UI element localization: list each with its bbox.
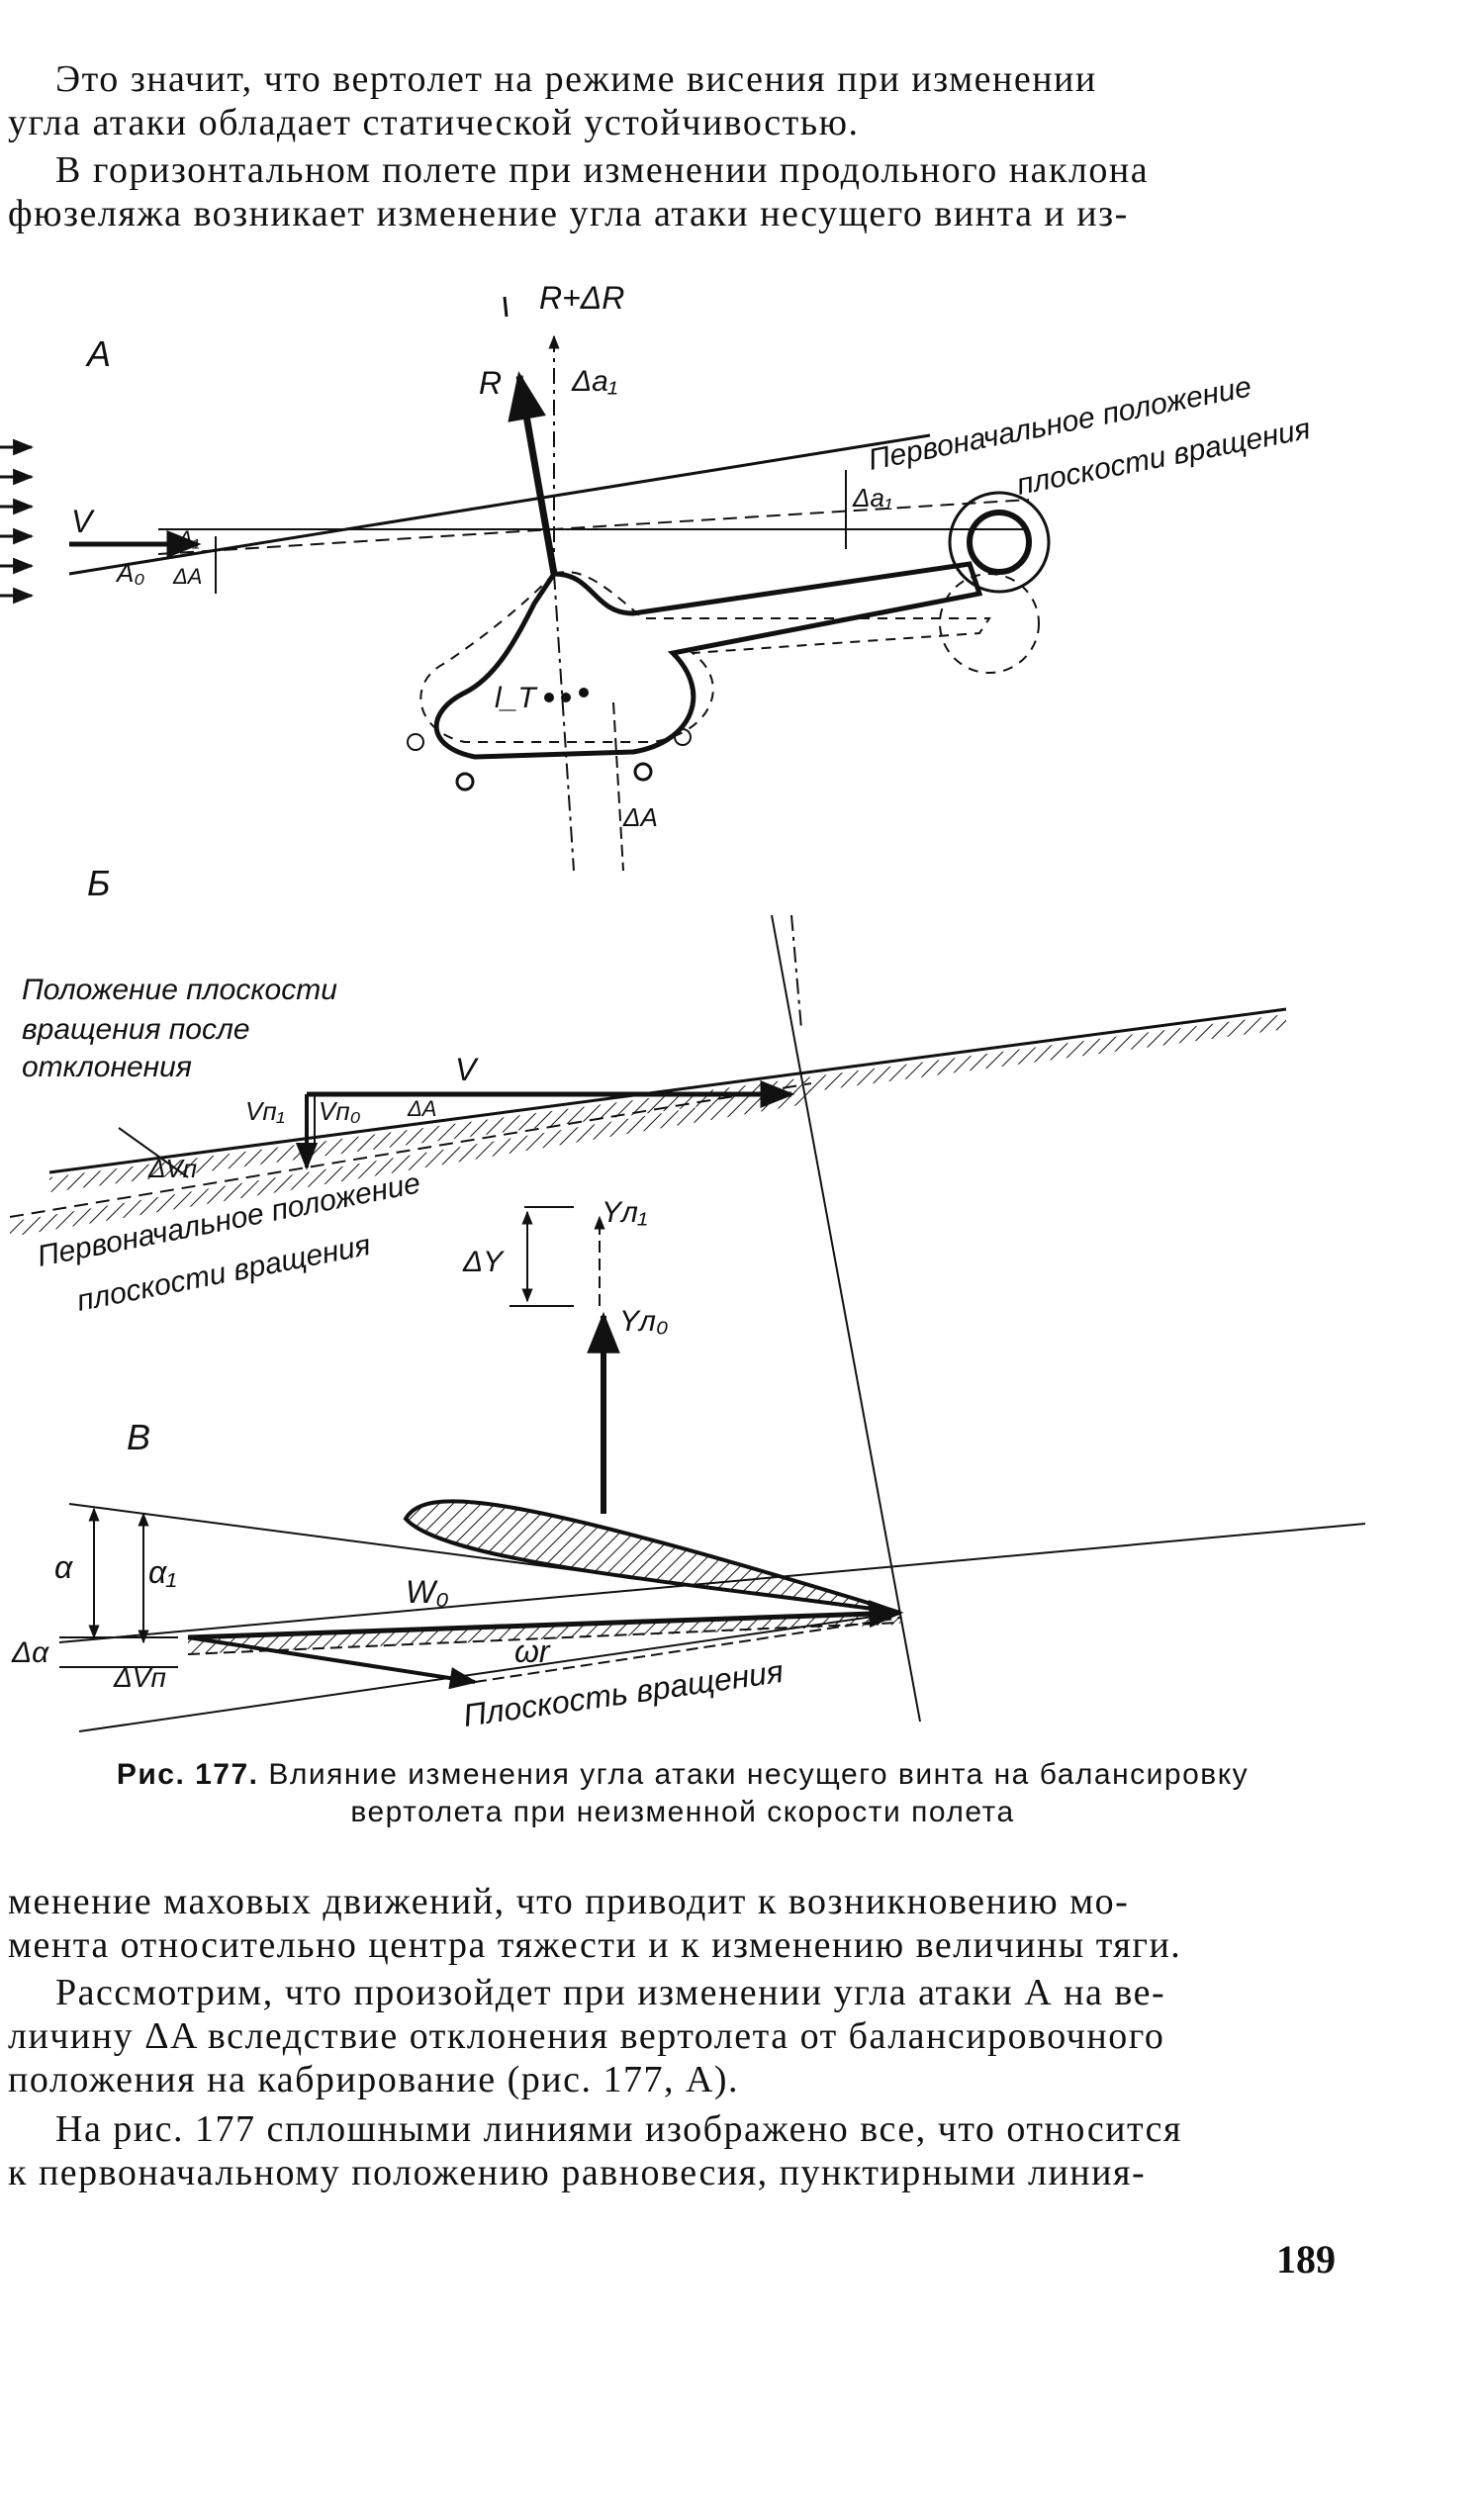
text-line: В горизонтальном полете при изменении пр…	[55, 149, 1150, 191]
panel-c: В W₀ ωr Плоскость вращения α α₁ Δα ΔVп	[11, 1417, 1366, 1733]
paragraph-2: В горизонтальном полете при изменении пр…	[8, 148, 1363, 235]
label-plane: Плоскость вращения	[461, 1653, 786, 1733]
text-line: Это значит, что вертолет на режиме висен…	[55, 58, 1097, 100]
tail-rotor	[948, 491, 1051, 594]
page-number: 189	[1276, 2237, 1336, 2282]
label-r: R	[479, 365, 502, 401]
deviated-plane-hatch	[49, 1014, 1286, 1192]
label-y-l1: Yл₁	[602, 1196, 647, 1229]
label-vn1: Vп₁	[245, 1096, 285, 1126]
label-w0: W₀	[406, 1574, 449, 1610]
text-line: личину ΔA вследствие отклонения вертолет…	[8, 2015, 1165, 2057]
chord-line	[68, 1503, 901, 1614]
caption-line-1: Влияние изменения угла атаки несущего ви…	[268, 1758, 1250, 1791]
panel-a-letter: А	[85, 333, 111, 374]
label-alpha1: α₁	[148, 1554, 176, 1590]
paragraph-4: Рассмотрим, что произойдет при изменении…	[8, 1971, 1363, 2101]
label-after-3: отклонения	[22, 1051, 192, 1083]
label-after-1: Положение плоскости	[22, 974, 337, 1006]
label-delta-vn: ΔVп	[113, 1662, 166, 1693]
caption-prefix: Рис. 177.	[116, 1758, 259, 1791]
figure-177: А V A₁ A₀ ΔA R+ΔR R	[0, 280, 1366, 1733]
initial-plane-line	[68, 433, 931, 576]
label-omega-r: ωr	[514, 1633, 551, 1669]
label-v: V	[455, 1052, 479, 1087]
label-a0: A₀	[115, 558, 144, 588]
label-y-l0: Yл₀	[619, 1305, 669, 1338]
caption-line-2: вертолета при неизменной скорости полета	[350, 1796, 1015, 1828]
panel-b-letter: Б	[87, 863, 110, 903]
label-alpha: α	[54, 1549, 73, 1585]
thrust-r-arrow	[508, 371, 558, 575]
label-after-2: вращения после	[22, 1013, 250, 1046]
panel-a: А V A₁ A₀ ΔA R+ΔR R	[0, 280, 1313, 872]
label-delta-y: ΔY	[462, 1246, 505, 1278]
rotation-plane-line	[58, 1523, 1366, 1643]
text-line: Рассмотрим, что произойдет при изменении…	[55, 1972, 1166, 2013]
text-line: фюзеляжа возникает изменение угла атаки …	[8, 193, 1129, 234]
deviated-plane-line	[157, 499, 1030, 555]
initial-plane-hatch	[10, 1088, 811, 1237]
label-delta-a1-right: Δa₁	[852, 483, 892, 513]
vertical-axis	[553, 573, 575, 872]
paragraph-1: Это значит, что вертолет на режиме висен…	[8, 57, 1363, 144]
text-line: угла атаки обладает статической устойчив…	[8, 102, 860, 143]
label-a1: A₁	[176, 526, 200, 551]
text-line: На рис. 177 сплошными линиями изображено…	[55, 2108, 1182, 2150]
panel-c-letter: В	[127, 1417, 150, 1457]
text-line: менение маховых движений, что приводит к…	[8, 1881, 1130, 1922]
label-r-delta-r: R+ΔR	[539, 280, 624, 316]
tail-rotor-deviated	[939, 573, 1040, 674]
text-line: к первоначальному положению равновесия, …	[8, 2152, 1147, 2193]
label-delta-alpha: Δα	[11, 1636, 49, 1669]
figure-caption: Рис. 177. Влияние изменения угла атаки н…	[0, 1756, 1365, 1831]
label-delta-a1-top: Δa₁	[571, 365, 617, 398]
label-v: V	[71, 504, 95, 539]
paragraph-5: На рис. 177 сплошными линиями изображено…	[8, 2107, 1363, 2194]
label-delta-a: ΔA	[172, 564, 202, 589]
text-line: положения на кабрирование (рис. 177, А).	[8, 2059, 740, 2100]
label-delta-vn: ΔVп	[147, 1154, 197, 1183]
axis-line	[771, 914, 921, 1723]
label-delta-a: ΔA	[407, 1096, 436, 1121]
panel-b: Б Положение плоскости вращения после отк…	[9, 863, 1287, 1723]
text-line: мента относительно центра тяжести и к из…	[8, 1924, 1182, 1966]
paragraph-3: менение маховых движений, что приводит к…	[8, 1880, 1363, 1967]
label-delta-a-bottom: ΔA	[622, 802, 658, 832]
label-vn0: Vп₀	[319, 1096, 361, 1126]
label-l-t: l_T	[495, 682, 538, 714]
helicopter-body-deviated	[419, 571, 991, 743]
helicopter-body	[433, 561, 983, 760]
airflow-arrows	[0, 438, 35, 605]
